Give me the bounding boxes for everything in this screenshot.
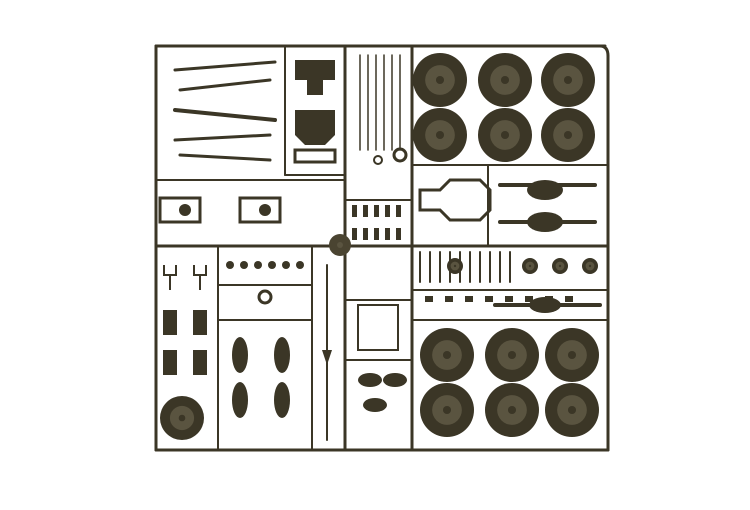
wheel-bottom-3-hub <box>567 350 577 360</box>
part-fork-1 <box>163 265 177 290</box>
part-ring-1 <box>392 147 408 163</box>
part-hub-center <box>337 242 343 248</box>
small-wheel-2-hub <box>558 264 562 268</box>
part-clip-6 <box>525 296 533 302</box>
wheel-bottom-4-hub <box>442 405 452 415</box>
part-knob-3 <box>254 261 262 269</box>
part-knob-5 <box>282 261 290 269</box>
part-clip-4 <box>485 296 493 302</box>
sprue-frame <box>154 44 610 452</box>
part-pad-4 <box>193 350 207 375</box>
wheel-bottom-2-hub <box>507 350 517 360</box>
wheel-top-5-hub <box>500 130 510 140</box>
spare-wheel-hub <box>178 414 186 422</box>
part-clip-2 <box>445 296 453 302</box>
part-clip-1 <box>425 296 433 302</box>
wheel-top-6-hub <box>563 130 573 140</box>
part-bracket-joint-1 <box>179 204 191 216</box>
part-peg-row1-2 <box>363 205 368 217</box>
part-frame-bar <box>293 148 337 164</box>
part-plate-2 <box>295 110 335 145</box>
part-knob-2 <box>240 261 248 269</box>
part-rod-2 <box>178 78 272 92</box>
part-peg-row2-3 <box>374 228 379 240</box>
part-fork-2 <box>193 265 207 290</box>
part-rod-4 <box>178 153 272 162</box>
part-knob-1 <box>226 261 234 269</box>
part-jerrycan-1 <box>358 373 382 387</box>
part-ring-2 <box>373 155 383 165</box>
part-pad-3 <box>163 350 177 375</box>
part-clip-5 <box>505 296 513 302</box>
part-pad-2 <box>193 310 207 335</box>
part-peg-row1-4 <box>385 205 390 217</box>
part-seat-3 <box>232 382 248 418</box>
part-knob-4 <box>268 261 276 269</box>
small-wheel-3-hub <box>588 264 592 268</box>
part-clip-3 <box>465 296 473 302</box>
part-seat-2 <box>274 337 290 373</box>
small-wheel-1-hub <box>528 264 532 268</box>
wheel-bottom-6-hub <box>567 405 577 415</box>
part-seat-4 <box>274 382 290 418</box>
wheels <box>160 53 599 440</box>
part-axle-bar <box>173 108 277 122</box>
small-wheel-4-hub <box>453 264 457 268</box>
part-jerrycan-2 <box>383 373 407 387</box>
part-peg-row2-5 <box>396 228 401 240</box>
part-window-frame <box>357 304 399 351</box>
part-peg-row1-3 <box>374 205 379 217</box>
part-bracket-joint-2 <box>259 204 271 216</box>
part-seat-1 <box>232 337 248 373</box>
part-peg-row1-5 <box>396 205 401 217</box>
part-peg-row2-2 <box>363 228 368 240</box>
part-jerrycan-3 <box>363 398 387 412</box>
wheel-bottom-1-hub <box>442 350 452 360</box>
part-rod-3 <box>173 133 272 142</box>
wheel-top-1-hub <box>435 75 445 85</box>
part-clip-7 <box>545 296 553 302</box>
part-peg-row2-1 <box>352 228 357 240</box>
part-plate-1 <box>295 60 335 95</box>
part-hook <box>257 289 273 305</box>
wheel-top-2-hub <box>500 75 510 85</box>
part-pad-1 <box>163 310 177 335</box>
part-axle-housing-1 <box>418 178 492 222</box>
part-knob-6 <box>296 261 304 269</box>
wheel-bottom-5-hub <box>507 405 517 415</box>
wheel-top-3-hub <box>563 75 573 85</box>
part-clip-8 <box>565 296 573 302</box>
wheel-top-4-hub <box>435 130 445 140</box>
runner-corner <box>599 44 610 57</box>
part-peg-row1-1 <box>352 205 357 217</box>
sprue-parts <box>158 54 602 441</box>
part-shovel <box>322 350 332 365</box>
part-bracket-1 <box>158 196 202 224</box>
part-peg-row2-4 <box>385 228 390 240</box>
part-rod-1 <box>173 60 277 72</box>
part-bracket-2 <box>238 196 282 224</box>
